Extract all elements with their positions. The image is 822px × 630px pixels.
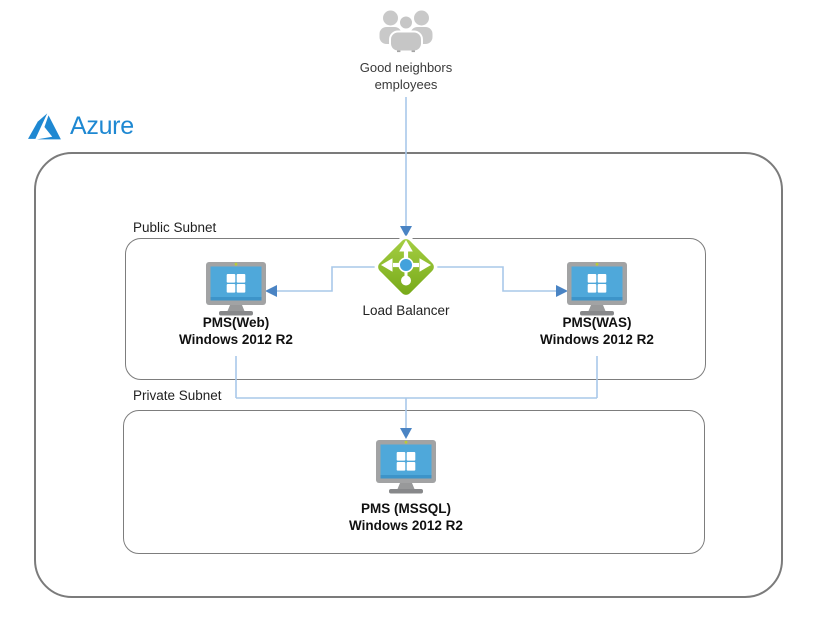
people-group-icon [340, 8, 472, 56]
vm-was-os: Windows 2012 R2 [540, 332, 654, 347]
private-subnet-box [123, 410, 705, 554]
vm-mssql-name: PMS (MSSQL) [361, 501, 451, 516]
external-users-label-line2: employees [374, 76, 438, 92]
vm-was-label: PMS(WAS) Windows 2012 R2 [512, 314, 682, 348]
public-subnet-label: Public Subnet [133, 220, 217, 235]
private-subnet-label: Private Subnet [133, 388, 222, 403]
vm-was-monitor-icon [565, 261, 629, 317]
vm-mssql-os: Windows 2012 R2 [349, 518, 463, 533]
azure-logo-icon [28, 113, 61, 140]
vm-was-name: PMS(WAS) [562, 315, 632, 330]
vm-web-os: Windows 2012 R2 [179, 332, 293, 347]
load-balancer-label: Load Balancer [362, 303, 450, 318]
public-subnet-box [125, 238, 706, 380]
vm-web-name: PMS(Web) [202, 315, 270, 330]
vm-web-monitor-icon [204, 261, 268, 317]
external-users-label-line1: Good neighbors [359, 60, 453, 75]
load-balancer-icon [366, 227, 446, 307]
external-users-node: Good neighbors employees [340, 8, 472, 93]
vm-web-label: PMS(Web) Windows 2012 R2 [151, 314, 321, 348]
azure-cloud-boundary [34, 152, 783, 598]
azure-logo: Azure [28, 112, 134, 141]
vm-mssql-label: PMS (MSSQL) Windows 2012 R2 [321, 500, 491, 534]
vm-mssql-monitor-icon [374, 439, 438, 495]
azure-logo-wordmark: Azure [70, 112, 134, 140]
